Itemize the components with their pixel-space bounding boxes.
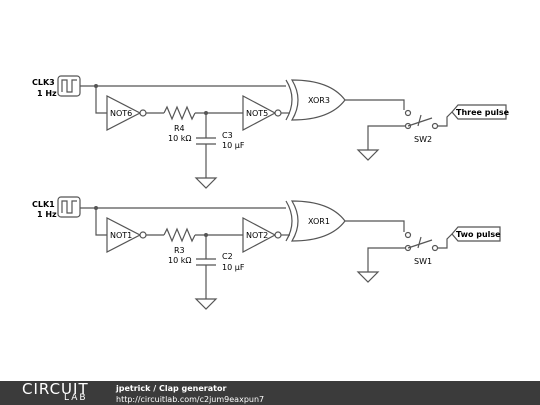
author-name[interactable]: jpetrick bbox=[116, 384, 151, 393]
wire-switch-to-ground-top bbox=[367, 125, 405, 150]
not-gate-out-top[interactable]: NOT5 bbox=[242, 95, 282, 131]
circuit-top: CLK3 1 Hz NOT6 R4 10 kΩ C bbox=[32, 75, 510, 189]
xor-gate-bottom[interactable]: XOR1 bbox=[285, 200, 346, 242]
circuit-url[interactable]: http://circuitlab.com/c2jum9eaxpun7 bbox=[116, 395, 265, 404]
switch-label-bottom: SW1 bbox=[414, 257, 432, 266]
wire-switch-to-output-bottom bbox=[438, 233, 453, 249]
clock-source-top[interactable] bbox=[57, 75, 81, 97]
wire-to-not-in-top bbox=[95, 86, 107, 114]
wire-xor-to-switch-bottom bbox=[345, 220, 405, 232]
circuit-title: Clap generator bbox=[158, 384, 227, 393]
resistor-bottom[interactable] bbox=[163, 227, 196, 243]
xor-label-top: XOR3 bbox=[308, 96, 330, 105]
ground-switch-top bbox=[356, 149, 380, 161]
not-out-label-bottom: NOT2 bbox=[246, 231, 268, 240]
output-terminal-bottom[interactable]: Two pulse bbox=[451, 226, 501, 242]
clock-freq-bottom: 1 Hz bbox=[37, 210, 57, 219]
xor-label-bottom: XOR1 bbox=[308, 217, 330, 226]
wire-switch-to-output-top bbox=[438, 111, 453, 127]
output-label-top: Three pulse bbox=[456, 108, 510, 117]
capacitor-bottom[interactable] bbox=[196, 235, 216, 299]
logo-circuit: CIRCUIT bbox=[22, 380, 89, 398]
not-out-label-top: NOT5 bbox=[246, 109, 268, 118]
output-terminal-top[interactable]: Three pulse bbox=[451, 104, 510, 120]
wire-switch-to-ground-bottom bbox=[367, 247, 405, 272]
footer-title-line: jpetrick / Clap generator bbox=[116, 384, 226, 393]
not-gate-in-bottom[interactable]: NOT1 bbox=[106, 217, 147, 253]
switch-top[interactable] bbox=[404, 109, 439, 130]
not-gate-out-bottom[interactable]: NOT2 bbox=[242, 217, 282, 253]
ground-cap-top bbox=[194, 177, 218, 189]
resistor-value-bottom: 10 kΩ bbox=[168, 256, 191, 265]
output-label-bottom: Two pulse bbox=[456, 230, 501, 239]
footer-bar: CIRCUIT LAB jpetrick / Clap generator ht… bbox=[0, 380, 540, 405]
clock-source-bottom[interactable] bbox=[57, 196, 81, 218]
resistor-name-top: R4 bbox=[174, 124, 185, 133]
clock-freq-top: 1 Hz bbox=[37, 89, 57, 98]
switch-bottom[interactable] bbox=[404, 231, 439, 252]
resistor-top[interactable] bbox=[163, 105, 196, 121]
cap-value-top: 10 μF bbox=[222, 141, 245, 150]
resistor-name-bottom: R3 bbox=[174, 246, 185, 255]
not-gate-in-top[interactable]: NOT6 bbox=[106, 95, 147, 131]
cap-name-top: C3 bbox=[222, 131, 233, 140]
cap-value-bottom: 10 μF bbox=[222, 263, 245, 272]
logo-lab: LAB bbox=[64, 393, 88, 403]
xor-gate-top[interactable]: XOR3 bbox=[285, 79, 346, 121]
title-separator: / bbox=[153, 384, 157, 393]
circuit-bottom: CLK1 1 Hz NOT1 R3 10 kΩ C2 bbox=[32, 196, 501, 310]
wire-to-not-in-bottom bbox=[95, 208, 107, 236]
clock-label-bottom: CLK1 bbox=[32, 200, 55, 209]
not-in-label-bottom: NOT1 bbox=[110, 231, 132, 240]
resistor-value-top: 10 kΩ bbox=[168, 134, 191, 143]
ground-switch-bottom bbox=[356, 271, 380, 283]
cap-name-bottom: C2 bbox=[222, 252, 233, 261]
wire-xor-to-switch-top bbox=[345, 99, 405, 110]
not-in-label-top: NOT6 bbox=[110, 109, 132, 118]
clock-label-top: CLK3 bbox=[32, 78, 55, 87]
switch-label-top: SW2 bbox=[414, 135, 432, 144]
schematic-canvas: CLK3 1 Hz NOT6 R4 10 kΩ C bbox=[32, 75, 510, 310]
ground-cap-bottom bbox=[194, 298, 218, 310]
capacitor-top[interactable] bbox=[196, 113, 216, 178]
